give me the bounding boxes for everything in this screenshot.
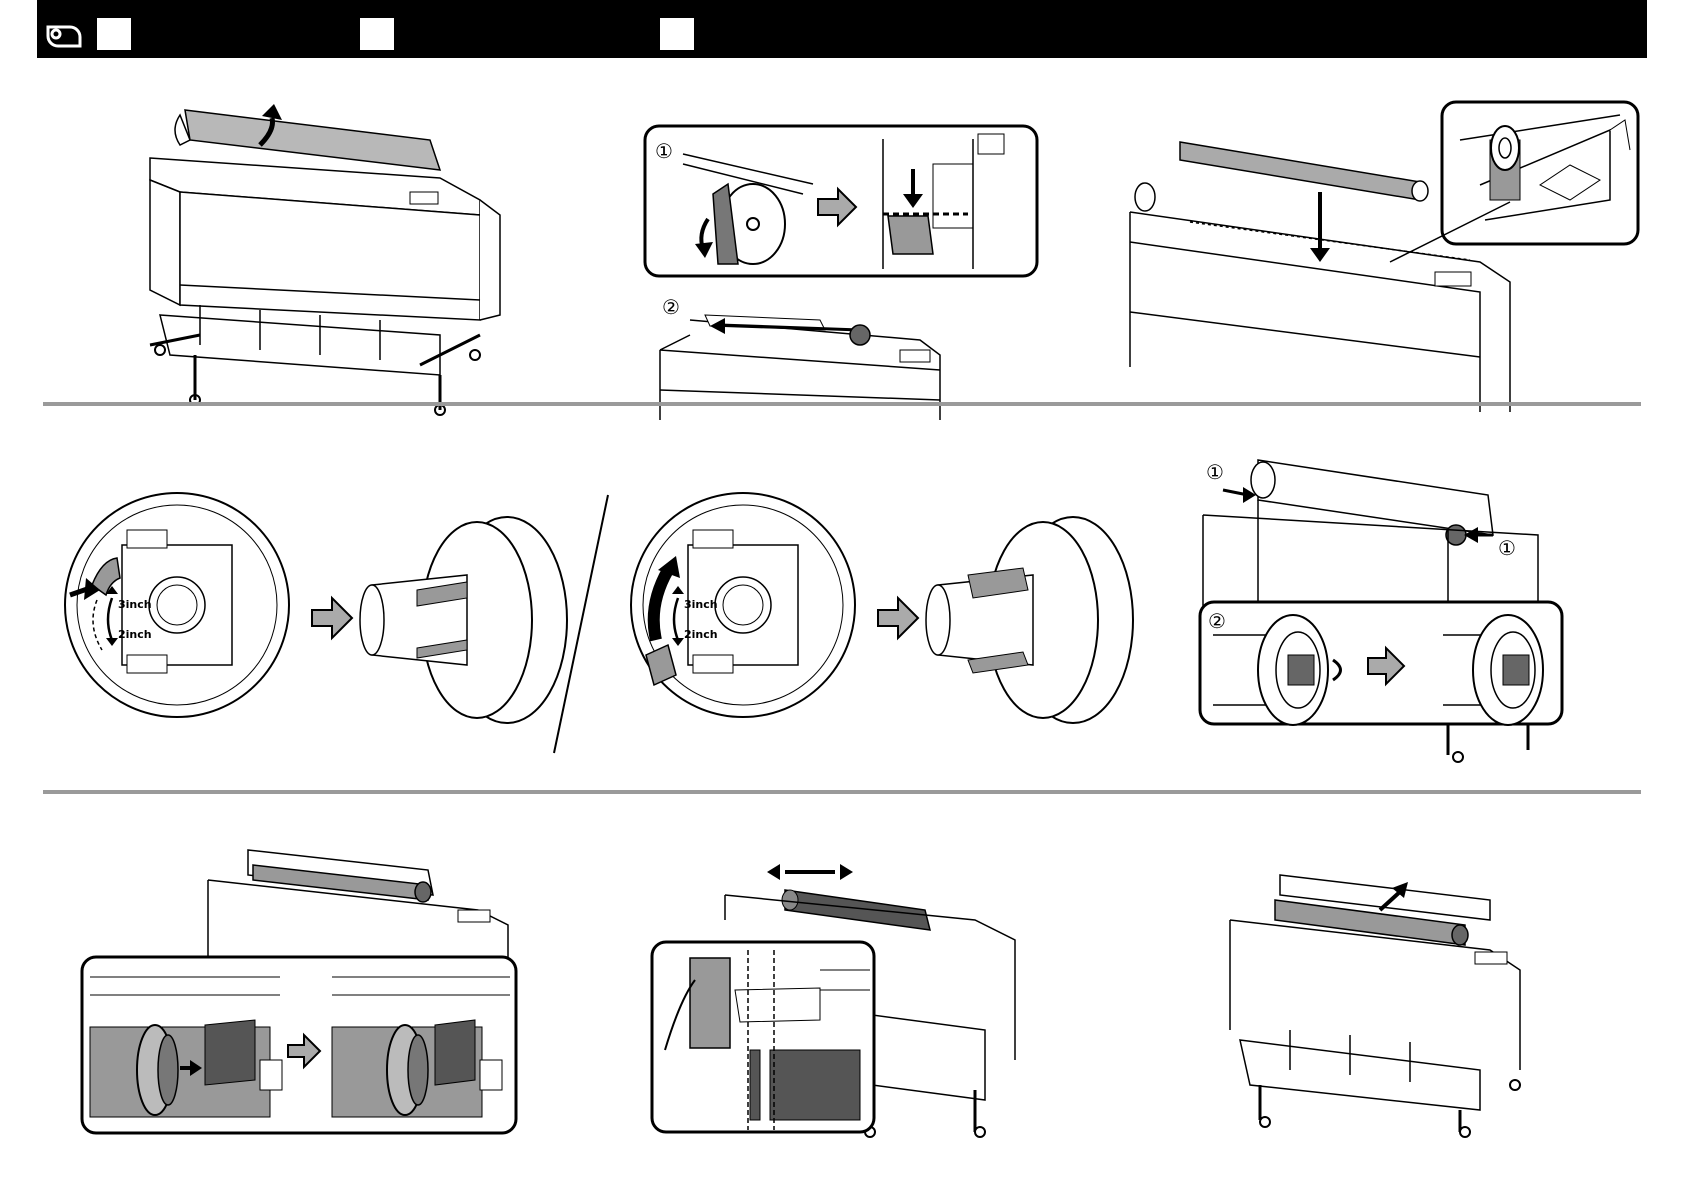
printer-adapter-illustration: ② [660,290,980,420]
label-2inch: 2inch [118,628,152,641]
label-2inch: 2inch [684,628,718,641]
callout-2: ② [1208,609,1226,633]
callout-1: ① [655,139,673,163]
callout-1-right: ① [1498,536,1516,560]
step-box-3 [660,18,694,50]
feed-paper-callout [80,955,518,1137]
printer-roll-loaded-illustration [208,840,518,970]
label-3inch: 3inch [684,598,718,611]
section-slash [551,495,611,755]
load-roll-illustration [1180,142,1560,412]
step-box-2 [360,18,394,50]
callout-2: ② [662,295,680,319]
close-roll-cover-illustration [1230,870,1530,1140]
header-bar [37,0,1647,58]
adapter-lock-callout: ② [1198,600,1564,730]
roll-paper-icon [45,21,85,51]
align-edge-callout [650,940,876,1136]
step-box-1 [97,18,131,50]
section-divider-2 [43,790,1641,794]
remove-adapter-callout: ① [643,124,1043,294]
adapter-2inch-illustration: 3inch 2inch [628,490,1138,730]
callout-1-left: ① [1206,460,1224,484]
section-divider-1 [43,402,1641,406]
open-roll-cover-illustration [140,100,500,430]
adapter-3inch-illustration: 3inch 2inch [62,490,572,730]
label-3inch: 3inch [118,598,152,611]
